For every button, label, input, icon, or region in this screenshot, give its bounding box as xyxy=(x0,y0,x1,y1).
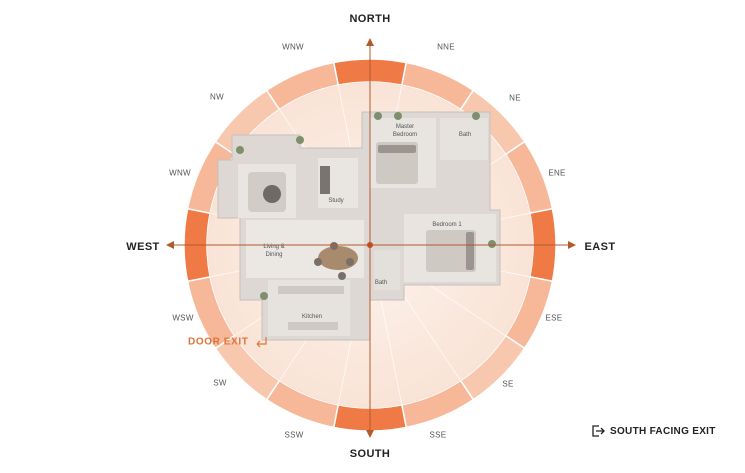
exit-icon xyxy=(592,425,605,437)
room-living-dining: Living &Dining xyxy=(263,244,285,258)
wsw-label: WSW xyxy=(172,313,194,323)
wnw-label: WNW xyxy=(169,168,191,178)
room-bath-top: Bath xyxy=(458,132,472,138)
ne-label: NE xyxy=(509,93,521,103)
north-label: NORTH xyxy=(349,13,391,25)
east-label: EAST xyxy=(584,241,616,253)
nne-label: NNE xyxy=(437,42,455,52)
se-label: SE xyxy=(502,379,514,389)
floor-plan xyxy=(217,111,501,341)
wnw-top-label: WNW xyxy=(282,42,304,52)
door-exit-label: DOOR EXIT xyxy=(188,336,269,348)
door-arrow-icon xyxy=(256,337,267,348)
room-bedroom-1: Bedroom 1 xyxy=(432,222,462,228)
ssw-label: SSW xyxy=(284,430,304,440)
south-facing-exit-legend: SOUTH FACING EXIT xyxy=(591,424,716,438)
west-label: WEST xyxy=(126,241,160,253)
south-label: SOUTH xyxy=(349,448,391,460)
ese-label: ESE xyxy=(545,313,563,323)
nw-label: NW xyxy=(210,92,224,102)
sw-label: SW xyxy=(213,378,227,388)
door-exit-text: DOOR EXIT xyxy=(188,336,249,348)
ene-label: ENE xyxy=(548,168,566,178)
room-study: Study xyxy=(328,198,344,204)
axes xyxy=(166,38,576,438)
room-kitchen: Kitchen xyxy=(301,314,323,320)
south-facing-exit-text: SOUTH FACING EXIT xyxy=(610,425,716,437)
sse-label: SSE xyxy=(429,430,447,440)
room-bath-bottom: Bath xyxy=(374,280,388,286)
